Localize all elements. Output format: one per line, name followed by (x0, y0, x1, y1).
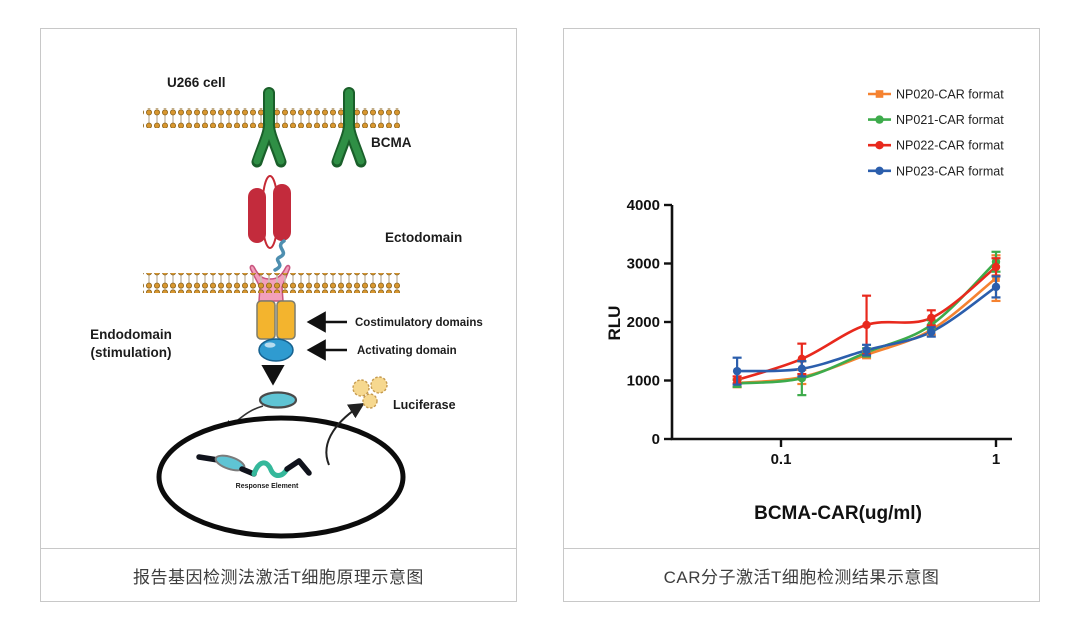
left-figure-panel: U266 cell (40, 28, 517, 602)
endodomain-label-line2: (stimulation) (91, 345, 172, 360)
reporter-diagram-area: U266 cell (41, 29, 516, 548)
legend-marker (875, 141, 884, 150)
x-tick-label: 0.1 (771, 451, 792, 468)
data-point (862, 320, 871, 330)
bcma-receptor (331, 87, 367, 168)
legend-label: NP022-CAR format (896, 139, 1004, 153)
response-element-dna (196, 454, 312, 478)
right-caption: CAR分子激活T细胞检测结果示意图 (564, 548, 1039, 601)
luciferase-label: Luciferase (393, 398, 456, 412)
legend-label: NP020-CAR format (896, 88, 1004, 102)
data-point (862, 345, 871, 355)
series-points-3 (732, 275, 1001, 386)
data-point (991, 262, 1001, 272)
car-activation-chart: 0 1000 2000 3000 4000 0.1 1 NP020-CAR formatNP0… (605, 88, 1012, 524)
activating-domain-shape (258, 338, 294, 362)
y-tick-label: 4000 (627, 197, 660, 214)
y-axis-title: RLU (605, 306, 624, 341)
luciferase-expression-arrow (325, 402, 365, 466)
y-tick-label: 3000 (627, 256, 660, 273)
data-point (927, 327, 936, 337)
series-points-2 (732, 257, 1001, 385)
x-tick-label: 1 (992, 451, 1000, 468)
y-tick-label: 2000 (627, 314, 660, 331)
bcma-receptor (251, 87, 287, 168)
t-cell-membrane (143, 273, 401, 293)
y-tick-label: 1000 (627, 373, 660, 390)
x-axis-title: BCMA-CAR(ug/ml) (754, 503, 922, 524)
costimulatory-domains-shape (256, 300, 296, 340)
data-point (732, 366, 742, 376)
y-tick-label: 0 (652, 431, 660, 448)
legend-marker (875, 166, 884, 175)
data-point (991, 282, 1001, 292)
transcription-factor (258, 391, 298, 409)
costimulatory-label: Costimulatory domains (355, 317, 483, 329)
data-point (797, 364, 807, 373)
legend-item-2: NP022-CAR format (868, 139, 1004, 153)
luciferase-molecules (352, 376, 388, 409)
left-caption: 报告基因检测法激活T细胞原理示意图 (41, 548, 516, 601)
data-point (927, 313, 936, 323)
ectodomain-label: Ectodomain (385, 230, 462, 245)
activating-label: Activating domain (357, 345, 457, 357)
chart-plot: 0 1000 2000 3000 4000 0.1 1 NP020-CAR formatNP0… (627, 88, 1012, 468)
legend-item-0: NP020-CAR format (868, 88, 1004, 102)
u266-cell-label: U266 cell (167, 75, 226, 90)
reporter-assay-diagram: U266 cell (90, 75, 483, 539)
endodomain-label-line1: Endodomain (90, 327, 172, 342)
bcma-label: BCMA (371, 135, 412, 150)
legend-label: NP021-CAR format (896, 113, 1004, 127)
legend-item-1: NP021-CAR format (868, 113, 1004, 127)
response-element-label: Response Element (236, 483, 299, 490)
hinge-linker (273, 239, 286, 272)
legend-marker (875, 115, 884, 124)
legend-marker (875, 90, 884, 98)
legend-item-3: NP023-CAR format (868, 164, 1004, 178)
legend-label: NP023-CAR format (896, 164, 1004, 178)
scfv-ectodomain (248, 175, 291, 249)
